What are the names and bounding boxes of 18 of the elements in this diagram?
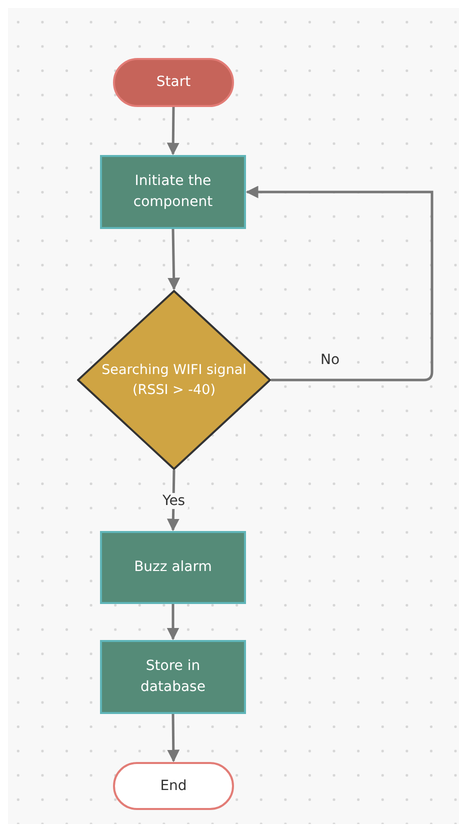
process-box (100, 640, 246, 714)
arrow (246, 186, 434, 382)
step-label: Initiate the component (132, 172, 214, 212)
arrow (168, 228, 180, 290)
step-label: Store in database (140, 657, 206, 697)
decision-diamond (77, 290, 271, 470)
process-box (100, 531, 246, 604)
arrow (166, 604, 180, 640)
step-label: End (160, 776, 187, 796)
terminal-pill (113, 762, 234, 810)
step-label: Start (156, 73, 191, 92)
terminal-pill (113, 58, 234, 107)
arrow (167, 714, 180, 762)
arrow (166, 106, 180, 156)
step-label: Buzz alarm (134, 558, 212, 577)
edge-label: Yes (160, 492, 188, 510)
step-label: Searching WIFI signal (RSSI > -40) (100, 360, 248, 400)
process-box (100, 155, 246, 229)
